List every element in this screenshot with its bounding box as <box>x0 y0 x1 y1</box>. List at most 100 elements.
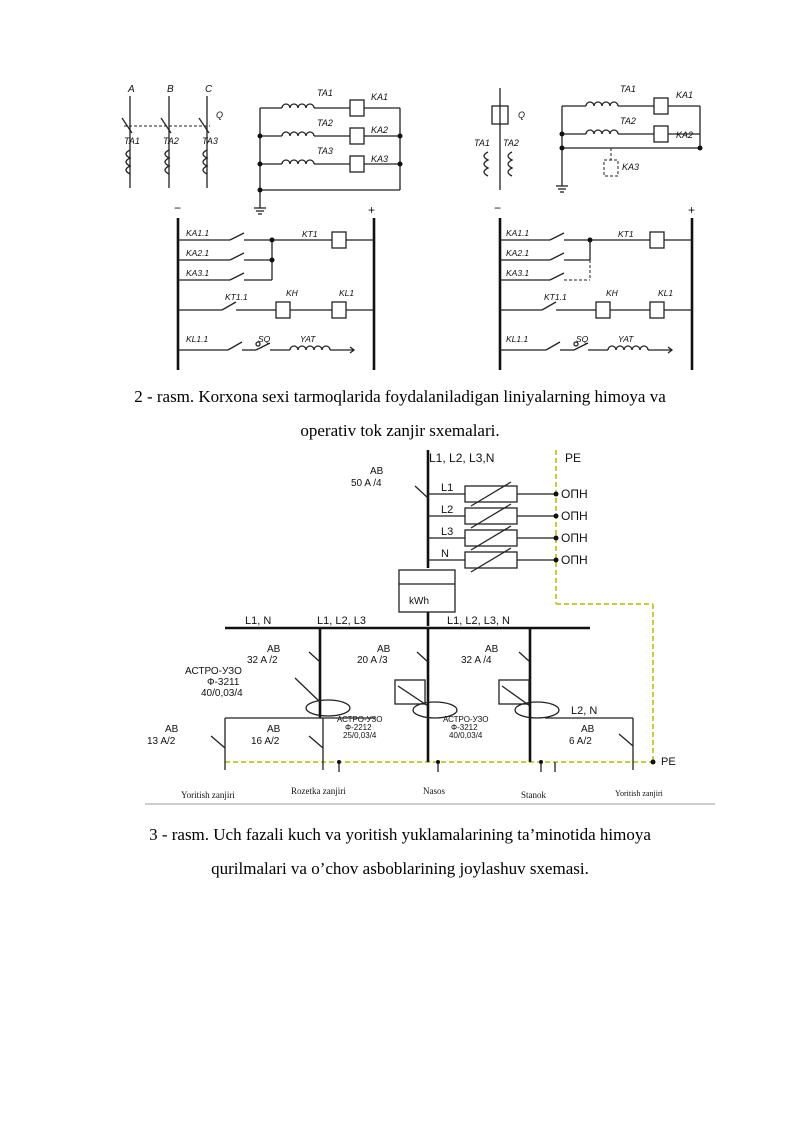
right-sq: SQ <box>576 334 589 344</box>
left-contact-ka1: KA1.1 <box>186 228 209 238</box>
right-plus: + <box>688 203 695 217</box>
left-relay-ka2: KA2 <box>371 125 388 135</box>
right-relay-network: TA1 TA2 KA1 KA2 KA3 <box>556 84 703 193</box>
top-bus-label: L1, L2, L3,N <box>429 451 494 465</box>
right-kl-contact: KL1.1 <box>506 334 528 344</box>
rcd-right-name: АСТРО-УЗО <box>443 715 488 724</box>
left-kh: KH <box>286 288 299 298</box>
phase-c-label: C <box>205 84 213 95</box>
rcd-mid-rating: 25/0,03/4 <box>343 731 377 740</box>
branch-mid-label: L1, L2, L3 <box>317 615 366 627</box>
left-yat: YAT <box>300 334 316 344</box>
kwh-meter-label: kWh <box>409 596 429 607</box>
left-ct-label-3: TA3 <box>202 136 218 146</box>
figure-2-caption: 2 - rasm. Korxona sexi tarmoqlarida foyd… <box>100 380 700 448</box>
arrester-n-label: ОПН <box>561 553 588 567</box>
figure-3-caption-line-2: qurilmalari va o’chov asboblarining joyl… <box>211 859 589 878</box>
figure-3-caption-line-1: 3 - rasm. Uch fazali kuch va yoritish yu… <box>149 825 651 844</box>
right-kt-contact: KT1.1 <box>544 292 567 302</box>
left-sq: SQ <box>258 334 271 344</box>
arrester-l2-label: ОПН <box>561 509 588 523</box>
surge-arresters: L1 ОПН L2 ОПН L3 ОПН N ОПН <box>428 481 588 573</box>
right-q-label: Q <box>518 110 525 120</box>
left-ct-label-1: TA1 <box>124 136 140 146</box>
breaker-right-name: AB <box>485 644 499 655</box>
left-operative-circuit: − + KA1.1 KA2.1 KA3. <box>174 201 376 370</box>
load-label-1: Yoritish zanjiri <box>181 790 235 800</box>
left-relay-ct-1: TA1 <box>317 88 333 98</box>
right-relay-ka1: KA1 <box>676 90 693 100</box>
right-contact-ka3: KA3.1 <box>506 268 529 278</box>
phase-b-label: B <box>167 84 174 95</box>
right-relay-ka2: KA2 <box>676 130 693 140</box>
right-relay-ka3: KA3 <box>622 162 639 172</box>
load-label-4: Stanok <box>521 790 547 800</box>
load-label-5: Yoritish zanjiri <box>615 789 664 798</box>
left-relay-network: TA1 TA2 TA3 KA1 KA2 KA3 <box>254 88 403 215</box>
right-ct-label-1: TA1 <box>474 138 490 148</box>
branch-right-label: L1, L2, L3, N <box>447 615 510 627</box>
left-relay-ct-3: TA3 <box>317 146 333 156</box>
breaker-right-rating: 32 A /4 <box>461 655 492 666</box>
right-kt1: KT1 <box>618 229 634 239</box>
small-breaker-3-rating: 6 A/2 <box>569 736 592 747</box>
figure-2-diagram: A B C Q TA1 TA2 TA3 <box>121 84 703 370</box>
breaker-left-name: AB <box>267 644 281 655</box>
arrester-l1-label: ОПН <box>561 487 588 501</box>
right-minus: − <box>494 201 501 215</box>
small-breaker-1-name: AB <box>165 724 179 735</box>
left-kt1: KT1 <box>302 229 318 239</box>
arrester-l1-phase: L1 <box>441 482 453 494</box>
small-breaker-1-rating: 13 A/2 <box>147 736 176 747</box>
left-minus: − <box>174 201 181 215</box>
main-breaker-rating: 50 A /4 <box>351 478 382 489</box>
rcd-mid-name: АСТРО-УЗО <box>337 715 382 724</box>
figure-2-caption-line-1: 2 - rasm. Korxona sexi tarmoqlarida foyd… <box>134 387 666 406</box>
right-relay-ct-1: TA1 <box>620 84 636 94</box>
left-relay-ka1: KA1 <box>371 92 388 102</box>
rcd-left-symbol <box>305 699 351 717</box>
breaker-mid-name: AB <box>377 644 391 655</box>
left-kl1: KL1 <box>339 288 354 298</box>
rcd-left-model: Ф-3211 <box>207 677 240 688</box>
small-breaker-2-rating: 16 A/2 <box>251 736 280 747</box>
figure-3-diagram: L1, L2, L3,N PE AB 50 A /4 L1 ОПН L2 ОПН… <box>145 450 715 805</box>
small-breaker-3-name: AB <box>581 724 595 735</box>
rcd-left-name: АСТРО-УЗО <box>185 666 242 677</box>
left-plus: + <box>368 203 375 217</box>
figure-3-caption: 3 - rasm. Uch fazali kuch va yoritish yu… <box>100 818 700 886</box>
rcd-left-rating: 40/0,03/4 <box>201 688 243 699</box>
left-relay-ka3: KA3 <box>371 154 388 164</box>
arrester-l3-phase: L3 <box>441 526 453 538</box>
left-contact-ka2: KA2.1 <box>186 248 209 258</box>
right-phase-section: Q TA1 TA2 <box>474 88 525 190</box>
rcd-right-symbol <box>514 701 560 719</box>
left-relay-ct-2: TA2 <box>317 118 333 128</box>
bottom-pe-label: PE <box>661 756 676 768</box>
arrester-n-phase: N <box>441 548 449 560</box>
left-ct-label-2: TA2 <box>163 136 179 146</box>
right-yat: YAT <box>618 334 634 344</box>
breaker-mid-rating: 20 A /3 <box>357 655 388 666</box>
rcd-mid-model: Ф-2212 <box>345 723 372 732</box>
left-kl-contact: KL1.1 <box>186 334 208 344</box>
right-kl1: KL1 <box>658 288 673 298</box>
l2n-label: L2, N <box>571 705 597 717</box>
right-relay-ct-2: TA2 <box>620 116 636 126</box>
left-q-label: Q <box>216 110 223 120</box>
left-kt-contact: KT1.1 <box>225 292 248 302</box>
rcd-mid-symbol <box>412 701 458 719</box>
phase-a-label: A <box>127 84 135 95</box>
left-contact-ka3: KA3.1 <box>186 268 209 278</box>
right-kh: KH <box>606 288 619 298</box>
arrester-l2-phase: L2 <box>441 504 453 516</box>
right-operative-circuit: − + KA1.1 KA2.1 KA3. <box>494 201 695 370</box>
load-label-3: Nasos <box>423 786 445 796</box>
right-contact-ka2: KA2.1 <box>506 248 529 258</box>
small-breaker-2-name: AB <box>267 724 281 735</box>
rcd-right-rating: 40/0,03/4 <box>449 731 483 740</box>
arrester-l3-label: ОПН <box>561 531 588 545</box>
branch-left-label: L1, N <box>245 615 271 627</box>
main-breaker-name: AB <box>370 466 384 477</box>
load-label-2: Rozetka zanjiri <box>291 786 346 796</box>
